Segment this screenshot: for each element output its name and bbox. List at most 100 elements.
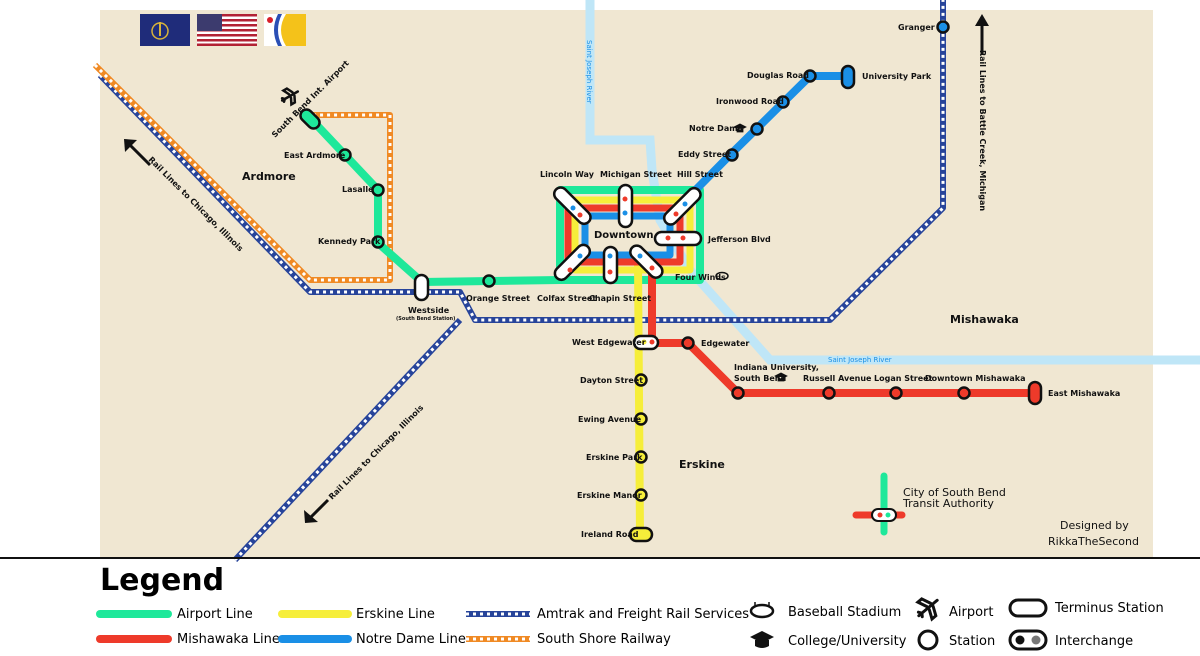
- legend-station: Station: [949, 634, 995, 649]
- station-edgewater[interactable]: [681, 336, 695, 350]
- legend-baseball-stadium: Baseball Stadium: [788, 605, 901, 620]
- south-bend-flag-icon: [264, 14, 306, 46]
- label-ironwood-road: Ironwood Road: [716, 97, 784, 106]
- flags: [140, 14, 306, 46]
- label-jefferson-blvd: Jefferson Blvd: [707, 235, 771, 244]
- label-four-winds: Four Winds: [675, 273, 726, 282]
- college-icon: [733, 123, 788, 382]
- label-logan-street: Logan Street: [874, 374, 933, 383]
- station-douglas-road[interactable]: [803, 69, 817, 83]
- river-label-horizontal: Saint Joseph River: [828, 356, 892, 364]
- interchange-westside[interactable]: [413, 273, 430, 302]
- area-ardmore: Ardmore: [242, 170, 296, 183]
- legend-terminus: Terminus Station: [1054, 601, 1164, 616]
- station-orange-street[interactable]: [482, 274, 496, 288]
- label-erskine-park: Erskine Park: [586, 453, 643, 462]
- station-ironwood-road[interactable]: [776, 95, 790, 109]
- area-erskine: Erskine: [679, 458, 725, 471]
- airplane-icon: [280, 87, 300, 107]
- label-notre-dame: Notre Dame: [689, 124, 744, 133]
- label-university-park: University Park: [862, 72, 932, 81]
- legend-notre-dame-line: Notre Dame Line: [356, 632, 466, 647]
- label-westside-sub: (South Bend Station): [396, 316, 455, 322]
- mishawaka-line: [564, 204, 684, 266]
- label-edgewater: Edgewater: [701, 339, 749, 348]
- amtrak-lines: [97, 0, 946, 563]
- south-shore-lines: [92, 62, 393, 283]
- label-granger: Granger: [898, 23, 935, 32]
- legend-airport: Airport: [949, 605, 994, 620]
- interchange-dots: [567, 196, 688, 345]
- interchange-hill-street[interactable]: [661, 185, 703, 227]
- label-colfax-street: Colfax Street: [537, 294, 596, 303]
- station-erskine-park[interactable]: [634, 450, 648, 464]
- arrow-southwest-icon: [304, 498, 330, 523]
- station-erskine-manor[interactable]: [634, 488, 648, 502]
- station-dayton-street[interactable]: [634, 373, 648, 387]
- legend-airplane-icon: [915, 597, 939, 622]
- legend-station-icon: [917, 629, 939, 651]
- terminus-stations: [298, 64, 1043, 543]
- station-lasalle[interactable]: [371, 183, 385, 197]
- label-douglas-road: Douglas Road: [747, 71, 809, 80]
- stations: [338, 20, 971, 502]
- station-eddy-street[interactable]: [725, 148, 739, 162]
- legend-erskine-line: Erskine Line: [356, 607, 435, 622]
- station-downtown-mishawaka[interactable]: [957, 386, 971, 400]
- legend-college: College/University: [788, 634, 907, 649]
- station-kennedy-park[interactable]: [371, 235, 385, 249]
- interchange-michigan-street[interactable]: [617, 183, 634, 229]
- label-chapin-street: Chapin Street: [589, 294, 651, 303]
- arrow-up-icon: [975, 14, 989, 55]
- label-lincoln-way: Lincoln Way: [540, 170, 595, 179]
- label-orange-street: Orange Street: [466, 294, 530, 303]
- transit-authority-logo: [852, 472, 906, 536]
- terminus-university-park[interactable]: [840, 64, 856, 90]
- legend-interchange: Interchange: [1055, 634, 1133, 649]
- label-lasalle: Lasalle: [342, 185, 374, 194]
- station-east-ardmore[interactable]: [338, 148, 352, 162]
- credit-line1: Designed by: [1060, 519, 1129, 532]
- station-russell-avenue[interactable]: [822, 386, 836, 400]
- station-notre-dame[interactable]: [750, 122, 764, 136]
- label-downtown-mishawaka: Downtown Mishawaka: [925, 374, 1025, 383]
- label-east-mishawaka: East Mishawaka: [1048, 389, 1120, 398]
- credit-line2: RikkaTheSecond: [1048, 535, 1139, 548]
- interchange-chapin-street[interactable]: [602, 245, 619, 285]
- legend-interchange-icon: [1008, 629, 1048, 651]
- label-eddy-street: Eddy Street: [678, 150, 731, 159]
- legend-airport-line: Airport Line: [177, 607, 253, 622]
- interchange-four-winds[interactable]: [628, 243, 665, 280]
- terminus-sb-airport[interactable]: [298, 107, 322, 131]
- authority-line2: Transit Authority: [902, 497, 994, 510]
- terminus-ireland-road[interactable]: [628, 526, 654, 543]
- legend-baseball-stadium-icon: [749, 602, 775, 619]
- label-russell-avenue: Russell Avenue: [803, 374, 872, 383]
- label-ewing-avenue: Ewing Avenue: [578, 415, 642, 424]
- baseball-stadium-icon: [715, 271, 729, 281]
- label-dayton-street: Dayton Street: [580, 376, 643, 385]
- legend-terminus-icon: [1008, 598, 1048, 618]
- river-label-vertical: Saint Joseph River: [585, 40, 593, 104]
- legend-college-icon: [750, 631, 774, 648]
- label-kennedy-park: Kennedy Park: [318, 237, 381, 246]
- interchange-colfax-street[interactable]: [552, 242, 592, 282]
- rail-label-battle-creek: Rail Lines to Battle Creek, Michigan: [978, 50, 987, 211]
- station-ewing-avenue[interactable]: [634, 412, 648, 426]
- usa-flag-icon: [197, 14, 257, 46]
- legend-amtrak: Amtrak and Freight Rail Services: [537, 607, 749, 622]
- terminus-east-mishawaka[interactable]: [1027, 380, 1043, 406]
- label-hill-street: Hill Street: [677, 170, 723, 179]
- station-granger[interactable]: [936, 20, 950, 34]
- legend-south-shore: South Shore Railway: [537, 632, 671, 647]
- label-ireland-road: Ireland Road: [581, 530, 639, 539]
- label-east-ardmore: East Ardmore: [284, 151, 346, 160]
- legend-mishawaka-line: Mishawaka Line: [177, 632, 280, 647]
- arrow-northwest-icon: [124, 139, 152, 167]
- legend-title: Legend: [100, 563, 224, 598]
- station-iu-south-bend[interactable]: [731, 386, 745, 400]
- interchange-jefferson-blvd[interactable]: [653, 230, 703, 247]
- label-west-edgewater: West Edgewater: [572, 338, 646, 347]
- station-logan-street[interactable]: [889, 386, 903, 400]
